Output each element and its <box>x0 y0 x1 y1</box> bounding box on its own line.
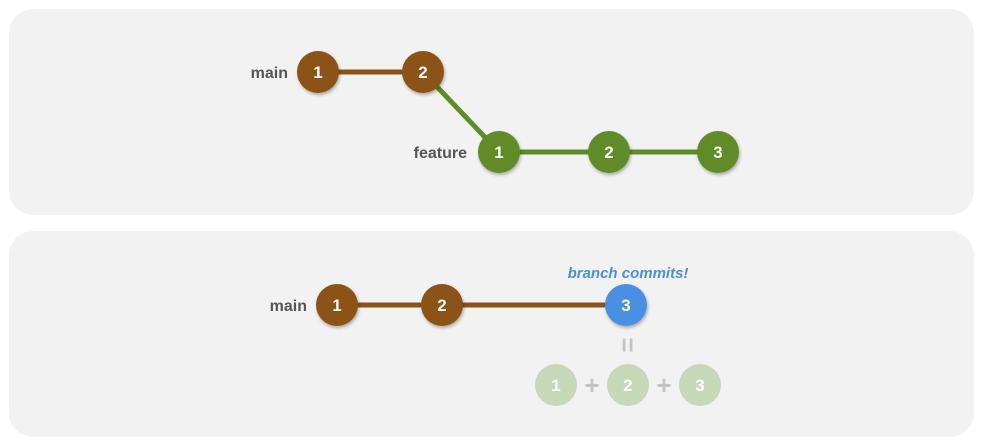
feature-commit-3-number: 3 <box>713 143 722 162</box>
main-commit-2-after-number: 2 <box>437 296 446 315</box>
after-squash-panel <box>9 231 974 437</box>
main-commit-2: 2 <box>402 51 444 93</box>
main-commit-1-dot <box>297 51 339 93</box>
main-branch-label: main <box>251 65 288 82</box>
main-commit-2-number: 2 <box>418 63 427 82</box>
squashed-commit-3-number: 3 <box>621 296 630 315</box>
main-commit-2-after-dot <box>421 284 463 326</box>
ghost-commit-2-dot <box>607 364 649 406</box>
feature-commit-2-dot <box>588 131 630 173</box>
main-commit-2-dot <box>402 51 444 93</box>
ghost-commit-3-number: 3 <box>695 376 704 395</box>
feature-commit-2-number: 2 <box>604 143 613 162</box>
main-branch-label-after: main <box>270 298 307 315</box>
plus-symbol-1: + <box>584 370 599 400</box>
feature-branch-label: feature <box>414 145 467 162</box>
main-commit-1-after-dot <box>316 284 358 326</box>
squashed-commit-3: 3 <box>605 284 647 326</box>
main-commit-1-after-number: 1 <box>332 296 341 315</box>
feature-commit-2: 2 <box>588 131 630 173</box>
feature-commit-1-number: 1 <box>494 143 503 162</box>
main-commit-1-number: 1 <box>313 63 322 82</box>
main-commit-1-after: 1 <box>316 284 358 326</box>
feature-commit-3-dot <box>697 131 739 173</box>
feature-commit-1-dot <box>478 131 520 173</box>
equals-symbol: = <box>613 337 643 352</box>
before-squash-panel <box>9 9 974 215</box>
ghost-commit-1: 1 <box>535 364 577 406</box>
main-commit-2-after: 2 <box>421 284 463 326</box>
plus-symbol-2: + <box>656 370 671 400</box>
squashed-commit-3-dot <box>605 284 647 326</box>
ghost-commit-2: 2 <box>607 364 649 406</box>
ghost-commit-3: 3 <box>679 364 721 406</box>
ghost-commit-3-dot <box>679 364 721 406</box>
ghost-commit-2-number: 2 <box>623 376 632 395</box>
feature-commit-1: 1 <box>478 131 520 173</box>
feature-commit-3: 3 <box>697 131 739 173</box>
main-commit-1: 1 <box>297 51 339 93</box>
ghost-commit-1-number: 1 <box>551 376 560 395</box>
branch-commits-annotation: branch commits! <box>568 265 689 282</box>
ghost-commit-1-dot <box>535 364 577 406</box>
